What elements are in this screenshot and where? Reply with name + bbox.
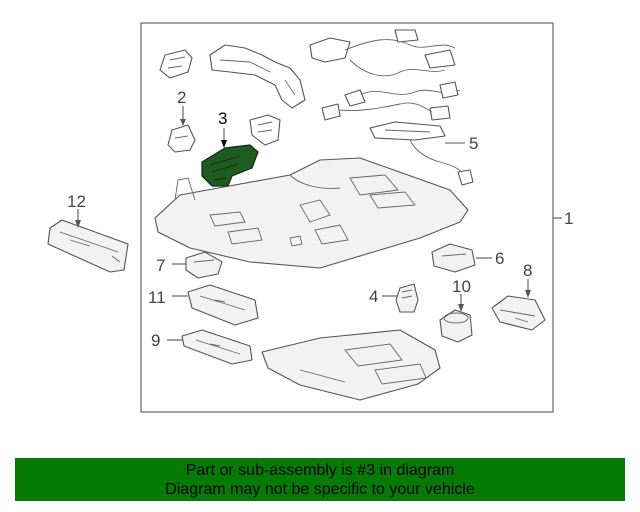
arrow-3 [221, 140, 227, 148]
arrow-12 [75, 220, 81, 228]
arrow-8 [525, 290, 531, 298]
callout-6[interactable]: 6 [495, 249, 504, 268]
callout-10[interactable]: 10 [452, 277, 471, 296]
arrow-10 [458, 304, 464, 312]
banner-line-1: Part or sub-assembly is #3 in diagram [185, 462, 455, 479]
callout-4[interactable]: 4 [369, 287, 378, 306]
part-7-lamp[interactable] [185, 251, 223, 279]
part-3-module-highlighted[interactable] [201, 144, 259, 187]
part-9-trim[interactable] [181, 329, 253, 365]
part-12-panel[interactable] [47, 219, 129, 273]
part-8-bracket[interactable] [491, 295, 546, 331]
callout-9[interactable]: 9 [151, 331, 160, 350]
callout-3[interactable]: 3 [218, 109, 227, 128]
bracket-upper-left[interactable] [159, 44, 306, 109]
callout-7[interactable]: 7 [156, 256, 165, 275]
callout-11[interactable]: 11 [148, 288, 166, 307]
callout-5[interactable]: 5 [469, 134, 478, 153]
banner-line-2: Diagram may not be specific to your vehi… [165, 481, 475, 498]
callout-12[interactable]: 12 [67, 192, 86, 211]
part-5-harness[interactable] [369, 121, 474, 186]
info-banner: Part or sub-assembly is #3 in diagram Di… [15, 458, 625, 501]
wiring-harness[interactable] [309, 29, 461, 121]
part-6-lamp[interactable] [431, 243, 476, 273]
part-2-clip[interactable] [167, 124, 196, 153]
callout-2[interactable]: 2 [177, 88, 186, 107]
bracket-small[interactable] [249, 114, 281, 146]
part-4-switch[interactable] [395, 283, 419, 313]
part-11-bracket[interactable] [187, 284, 259, 326]
arrow-2 [180, 119, 186, 126]
overhead-console-housing[interactable] [154, 157, 469, 269]
callout-8[interactable]: 8 [523, 261, 532, 280]
part-10-bulb[interactable] [439, 309, 473, 343]
callout-1[interactable]: 1 [564, 209, 573, 228]
console-bezel-lower[interactable] [261, 329, 441, 401]
parts-diagram: 1 2 3 [47, 22, 573, 413]
